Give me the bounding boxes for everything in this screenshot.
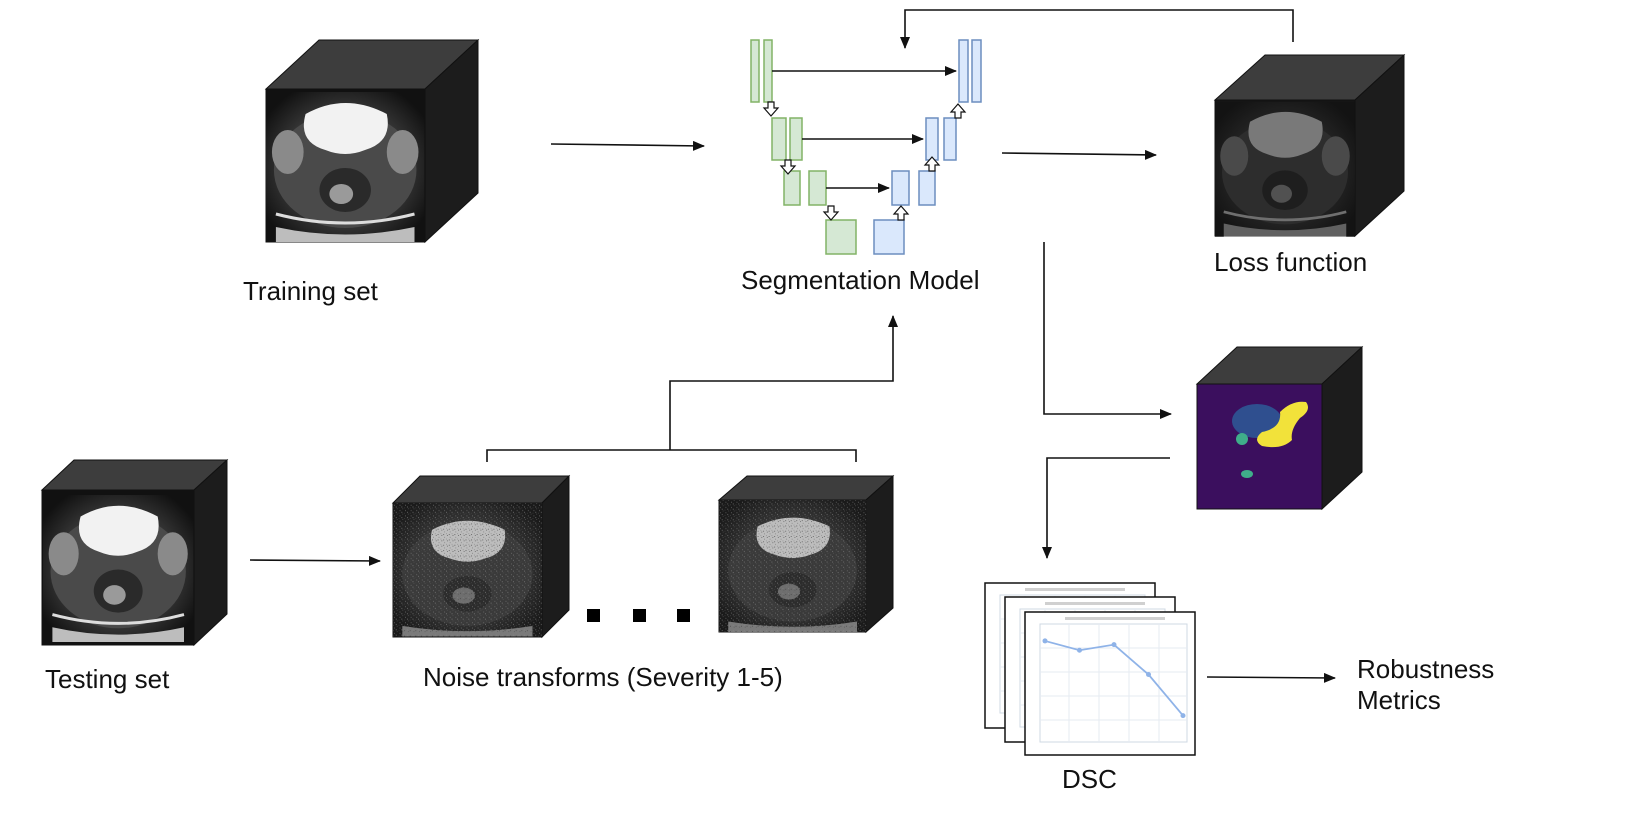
noise-bracket	[486, 449, 857, 462]
decoder-block	[925, 117, 939, 161]
robustness-metrics-label: Robustness Metrics	[1357, 654, 1495, 716]
dsc-point	[1180, 713, 1186, 719]
arrow-loss-feedback	[900, 9, 1294, 49]
loss-function-cube	[1213, 53, 1406, 239]
arrow-model-to-mask	[1043, 242, 1172, 419]
arrow-mask-to-dsc	[1042, 457, 1170, 559]
arrow-model-to-loss	[1001, 149, 1157, 160]
training-set-cube	[264, 38, 480, 244]
encoder-block	[789, 117, 803, 161]
decoder-block	[873, 219, 905, 255]
encoder-block	[750, 39, 760, 103]
arrow-noise-to-model	[669, 315, 898, 450]
connector-lines	[249, 9, 1336, 683]
encoder-block	[763, 39, 773, 103]
dsc-point	[1042, 638, 1048, 644]
ellipsis-dots	[587, 609, 690, 622]
decoder-block	[918, 170, 936, 206]
decoder-block	[943, 117, 957, 161]
training-set-label: Training set	[243, 276, 378, 306]
dsc-label: DSC	[1062, 764, 1117, 794]
arrow-training-to-model	[550, 140, 705, 151]
testing-set-cube	[40, 458, 229, 647]
arrow-dsc-to-robustness	[1206, 672, 1336, 683]
encoder-block	[783, 170, 801, 206]
decoder-block	[958, 39, 969, 103]
loss-function-label: Loss function	[1214, 247, 1368, 277]
encoder-block	[808, 170, 827, 206]
noise-transforms-label: Noise transforms (Severity 1-5)	[423, 662, 783, 692]
segmentation-model-label: Segmentation Model	[741, 265, 980, 295]
decoder-block	[891, 170, 910, 206]
noise-transform-cube-severity-5	[717, 474, 895, 634]
decoder-block	[971, 39, 982, 103]
segmentation-mask-cube	[1195, 345, 1364, 511]
dsc-plot-stack	[984, 582, 1196, 756]
dsc-line-series	[1042, 638, 1186, 719]
testing-set-label: Testing set	[45, 664, 170, 694]
encoder-block	[825, 219, 857, 255]
arrow-testing-to-noise	[249, 555, 381, 566]
dsc-point	[1146, 672, 1151, 678]
unet-segmentation-model	[750, 39, 982, 255]
dsc-point	[1077, 647, 1082, 653]
noise-transform-cube-severity-1	[391, 474, 571, 639]
dsc-point	[1111, 642, 1117, 648]
encoder-block	[771, 117, 787, 161]
